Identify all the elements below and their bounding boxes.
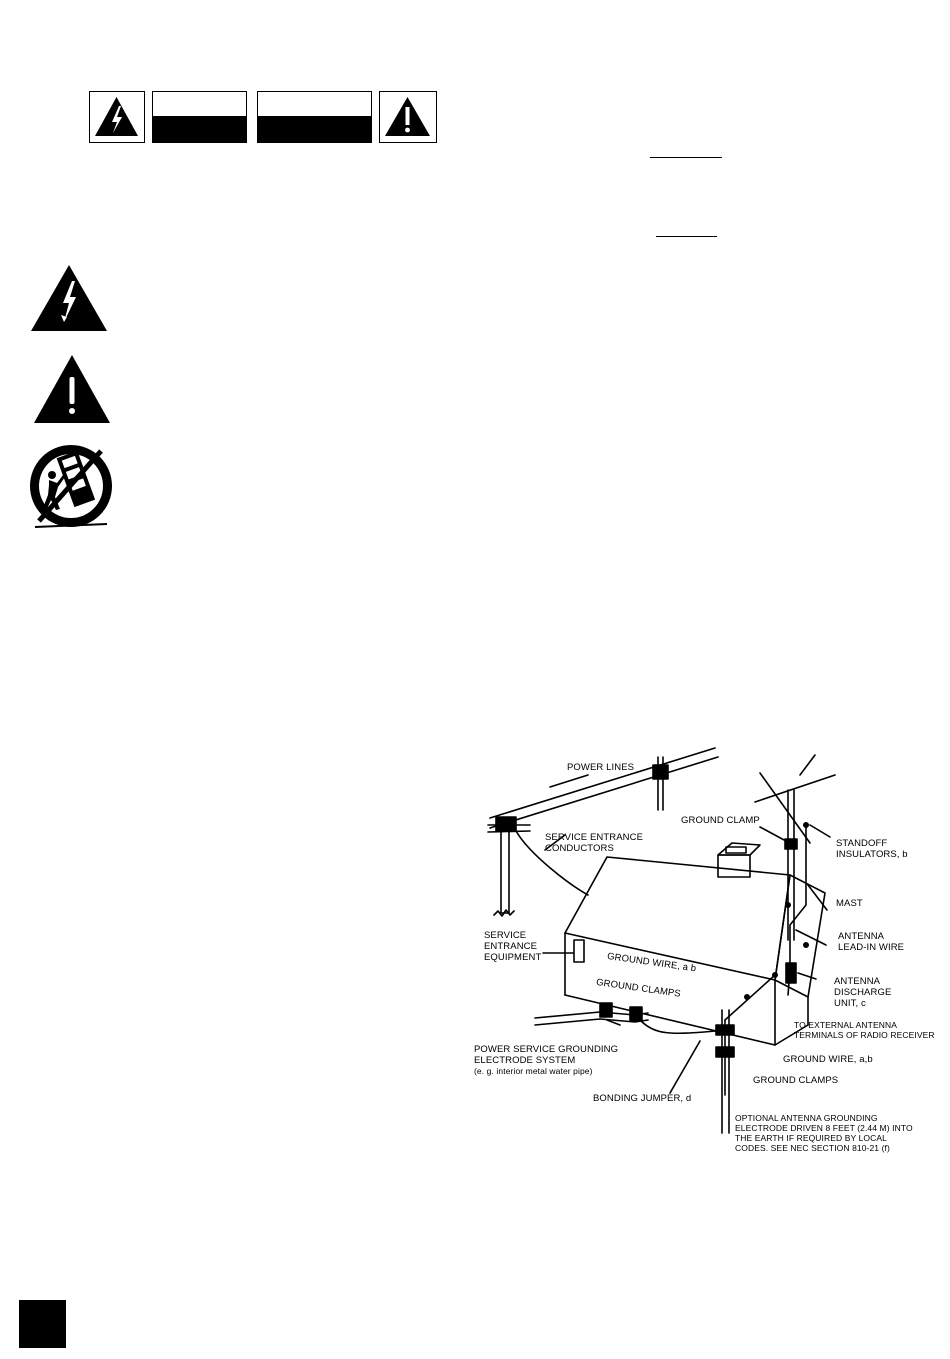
label-line: EQUIPMENT <box>484 952 542 963</box>
lightning-triangle-icon <box>95 97 138 136</box>
label-optional-grounding-electrode: OPTIONAL ANTENNA GROUNDING ELECTRODE DRI… <box>735 1113 913 1153</box>
label-line: STANDOFF <box>836 838 888 849</box>
header-warning-bar-left <box>152 91 247 143</box>
underline-mark-1 <box>650 157 722 158</box>
label-service-entrance-conductors: SERVICE ENTRANCE CONDUCTORS <box>545 832 643 854</box>
label-line: OPTIONAL ANTENNA GROUNDING <box>735 1113 878 1123</box>
label-line: INSULATORS, b <box>836 849 908 860</box>
page-corner-marker <box>19 1300 66 1348</box>
label-ground-clamps-lower: GROUND CLAMPS <box>753 1075 839 1086</box>
label-line: UNIT, c <box>834 998 866 1009</box>
label-to-external-antenna: TO EXTERNAL ANTENNA TERMINALS OF RADIO R… <box>794 1020 935 1040</box>
exclamation-triangle-icon <box>34 355 110 423</box>
label-antenna-lead-in: ANTENNA LEAD-IN WIRE <box>838 931 904 953</box>
header-lightning-box <box>89 91 145 143</box>
label-ground-wire-ab-lower: GROUND WIRE, a,b <box>783 1054 873 1065</box>
label-line: (e. g. interior metal water pipe) <box>474 1066 593 1076</box>
label-service-entrance-equipment: SERVICE ENTRANCE EQUIPMENT <box>484 930 541 963</box>
label-line: DISCHARGE <box>834 987 892 998</box>
label-line: LEAD-IN WIRE <box>838 942 905 953</box>
label-line: ANTENNA <box>838 931 885 942</box>
antenna-grounding-diagram <box>487 747 836 1134</box>
lightning-triangle-icon <box>31 265 107 331</box>
exclamation-triangle-icon <box>385 97 430 136</box>
label-power-lines: POWER LINES <box>567 762 635 773</box>
label-line: CONDUCTORS <box>545 843 614 854</box>
label-line: TO EXTERNAL ANTENNA <box>794 1020 897 1030</box>
label-line: CODES. SEE NEC SECTION 810-21 (f) <box>735 1143 890 1153</box>
label-line: TERMINALS OF RADIO RECEIVER <box>794 1030 935 1040</box>
label-line: ELECTRODE DRIVEN 8 FEET (2.44 M) INTO <box>735 1123 913 1133</box>
label-mast: MAST <box>836 898 863 909</box>
label-line: ENTRANCE <box>484 941 538 952</box>
label-line: SERVICE ENTRANCE <box>545 832 644 843</box>
label-bonding-jumper: BONDING JUMPER, d <box>593 1093 692 1104</box>
label-standoff-insulators: STANDOFF INSULATORS, b <box>836 838 908 860</box>
label-line: POWER SERVICE GROUNDING <box>474 1044 619 1055</box>
underline-mark-2 <box>656 236 717 237</box>
label-line: THE EARTH IF REQUIRED BY LOCAL <box>735 1133 887 1143</box>
label-line: ANTENNA <box>834 976 881 987</box>
header-exclamation-box <box>379 91 437 143</box>
label-antenna-discharge-unit: ANTENNA DISCHARGE UNIT, c <box>834 976 891 1009</box>
label-line: ELECTRODE SYSTEM <box>474 1055 576 1066</box>
label-power-service-grounding: POWER SERVICE GROUNDING ELECTRODE SYSTEM… <box>474 1044 618 1077</box>
label-ground-clamp: GROUND CLAMP <box>681 815 760 826</box>
label-line: SERVICE <box>484 930 527 941</box>
header-warning-bar-right <box>257 91 372 143</box>
no-cart-tipover-icon <box>30 445 112 528</box>
